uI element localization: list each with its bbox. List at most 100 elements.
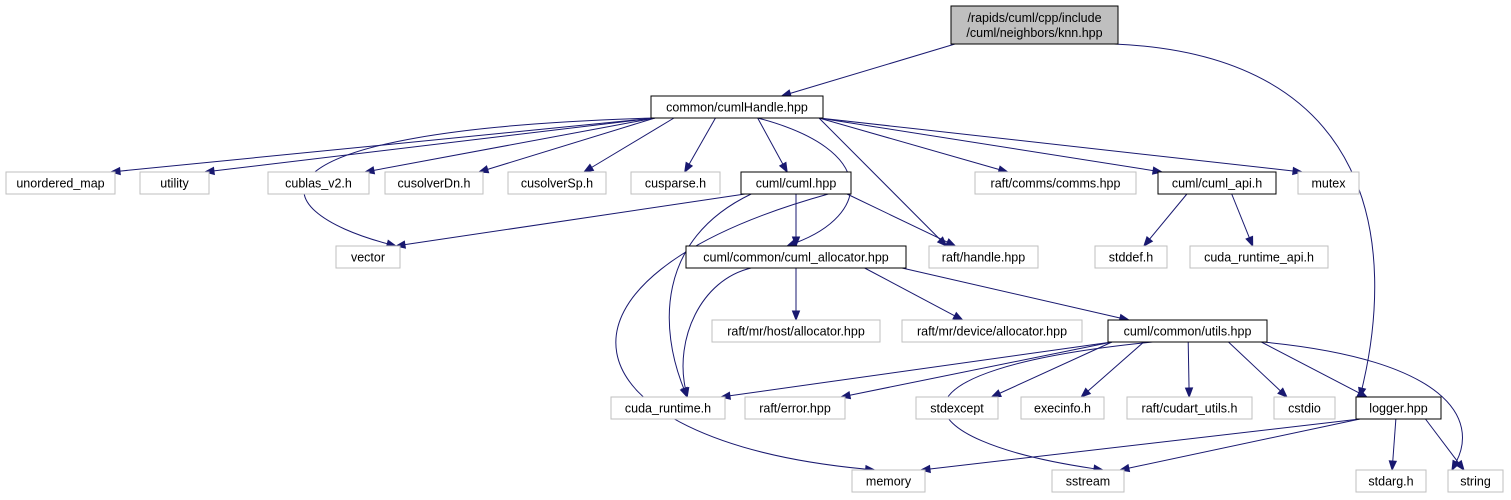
node-box: [1447, 469, 1504, 493]
node-label: utility: [160, 177, 189, 191]
node-utils[interactable]: cuml/common/utils.hpp: [1107, 319, 1268, 343]
node-box: [740, 171, 852, 195]
node-comms: raft/comms/comms.hpp: [974, 171, 1137, 195]
node-box: [851, 469, 926, 493]
edge-cumlHandle-to-cusparse: [684, 117, 716, 174]
edge-line: [688, 117, 716, 165]
node-label: mutex: [1311, 177, 1346, 191]
edge-line: [682, 267, 752, 389]
edge-allocator-to-device_alloc: [864, 267, 964, 321]
node-label: raft/comms/comms.hpp: [991, 177, 1121, 191]
node-knn[interactable]: /rapids/cuml/cpp/include/cuml/neighbors/…: [950, 5, 1119, 45]
node-label: cuml/cuml_api.h: [1172, 177, 1262, 191]
edge-utils-to-cuda_runtime: [719, 341, 1113, 400]
node-box: [711, 319, 881, 343]
node-cuml_hpp[interactable]: cuml/cuml.hpp: [740, 171, 852, 195]
node-cublas: cublas_v2.h: [267, 171, 370, 195]
edge-cumlHandle-to-mutex: [818, 117, 1304, 176]
node-utility: utility: [139, 171, 210, 195]
edge-logger-to-string: [1425, 418, 1465, 472]
edge-utils-to-raft_error: [839, 341, 1113, 400]
edge-line: [818, 117, 1000, 171]
edge-arrowhead: [1454, 459, 1465, 472]
edge-line: [901, 267, 1121, 319]
node-box: [384, 171, 484, 195]
node-cumlHandle[interactable]: common/cumlHandle.hpp: [650, 95, 824, 119]
edge-line: [729, 341, 1113, 397]
node-vector: vector: [335, 245, 401, 269]
edge-line: [1113, 43, 1376, 389]
edge-allocator-to-host_alloc: [791, 268, 801, 322]
node-box: [685, 245, 907, 269]
node-box: [901, 319, 1083, 343]
edge-cuml_hpp-to-allocator: [791, 194, 801, 248]
edge-cuml_api-to-stddef: [1143, 193, 1188, 248]
edge-line: [373, 117, 656, 171]
node-label: cusolverDn.h: [398, 177, 471, 191]
node-label: logger.hpp: [1369, 402, 1427, 416]
edge-allocator-to-utils: [901, 267, 1131, 323]
edge-arrowhead: [1388, 460, 1398, 472]
node-label: cusparse.h: [645, 177, 706, 191]
edge-line: [846, 193, 948, 243]
edge-arrowhead: [919, 464, 931, 474]
node-label: stddef.h: [1109, 251, 1154, 265]
node-box: [139, 171, 210, 195]
node-box: [335, 245, 401, 269]
edge-line: [818, 117, 941, 240]
edge-line: [119, 117, 656, 172]
node-logger[interactable]: logger.hpp: [1355, 396, 1442, 420]
node-label: /cuml/neighbors/knn.hpp: [966, 26, 1102, 40]
edge-utils-to-execinfo: [1080, 341, 1145, 398]
node-label: cstdio: [1288, 402, 1321, 416]
edge-arrowhead: [1143, 235, 1154, 248]
edge-logger-to-sstream: [1118, 418, 1361, 473]
edge-line: [849, 341, 1113, 396]
edge-line: [1262, 341, 1463, 463]
edge-utils-to-logger: [1261, 341, 1369, 398]
node-box: [915, 396, 999, 420]
node-label: cuda_runtime_api.h: [1204, 251, 1314, 265]
node-box: [1051, 469, 1125, 493]
node-box: [610, 396, 726, 420]
edge-line: [1261, 341, 1360, 394]
node-label: cuda_runtime.h: [625, 402, 711, 416]
edge-cumlHandle-to-raft_handle: [818, 117, 948, 247]
edge-knn-to-logger: [1113, 43, 1376, 399]
node-box: [630, 171, 721, 195]
edge-arrowhead: [1245, 235, 1254, 248]
node-host_alloc: raft/mr/host/allocator.hpp: [711, 319, 881, 343]
edge-knn-to-cumlHandle: [780, 43, 956, 98]
node-label: unordered_map: [16, 177, 104, 191]
edge-arrowhead: [936, 236, 948, 247]
edge-cuml_hpp-to-raft_handle: [846, 193, 957, 247]
node-unordered_map: unordered_map: [5, 171, 116, 195]
node-box: [928, 245, 1039, 269]
node-label: cusolverSp.h: [521, 177, 593, 191]
node-box: [1355, 396, 1442, 420]
node-cuml_api[interactable]: cuml/cuml_api.h: [1157, 171, 1277, 195]
node-allocator[interactable]: cuml/common/cuml_allocator.hpp: [685, 245, 907, 269]
node-box: [950, 5, 1119, 45]
node-label: raft/handle.hpp: [942, 251, 1025, 265]
edge-arrowhead: [203, 166, 215, 176]
edge-line: [487, 117, 656, 170]
node-label: sstream: [1066, 475, 1110, 489]
edge-arrowhead: [1356, 388, 1369, 398]
edge-cumlHandle-to-cusolverSp: [582, 117, 675, 173]
node-label: memory: [866, 475, 912, 489]
node-label: execinfo.h: [1034, 402, 1091, 416]
node-label: cublas_v2.h: [285, 177, 352, 191]
edge-line: [1392, 418, 1397, 462]
node-label: raft/mr/host/allocator.hpp: [727, 325, 865, 339]
node-box: [507, 171, 607, 195]
edge-arrowhead: [109, 166, 121, 176]
edge-arrowhead: [791, 236, 801, 248]
edge-arrowhead: [1292, 166, 1304, 176]
edge-logger-to-stdarg: [1388, 418, 1398, 472]
node-cusolverDn: cusolverDn.h: [384, 171, 484, 195]
edge-layer: [109, 43, 1465, 474]
node-label: raft/error.hpp: [759, 402, 831, 416]
node-box: [1094, 245, 1168, 269]
edge-line: [1187, 341, 1190, 389]
